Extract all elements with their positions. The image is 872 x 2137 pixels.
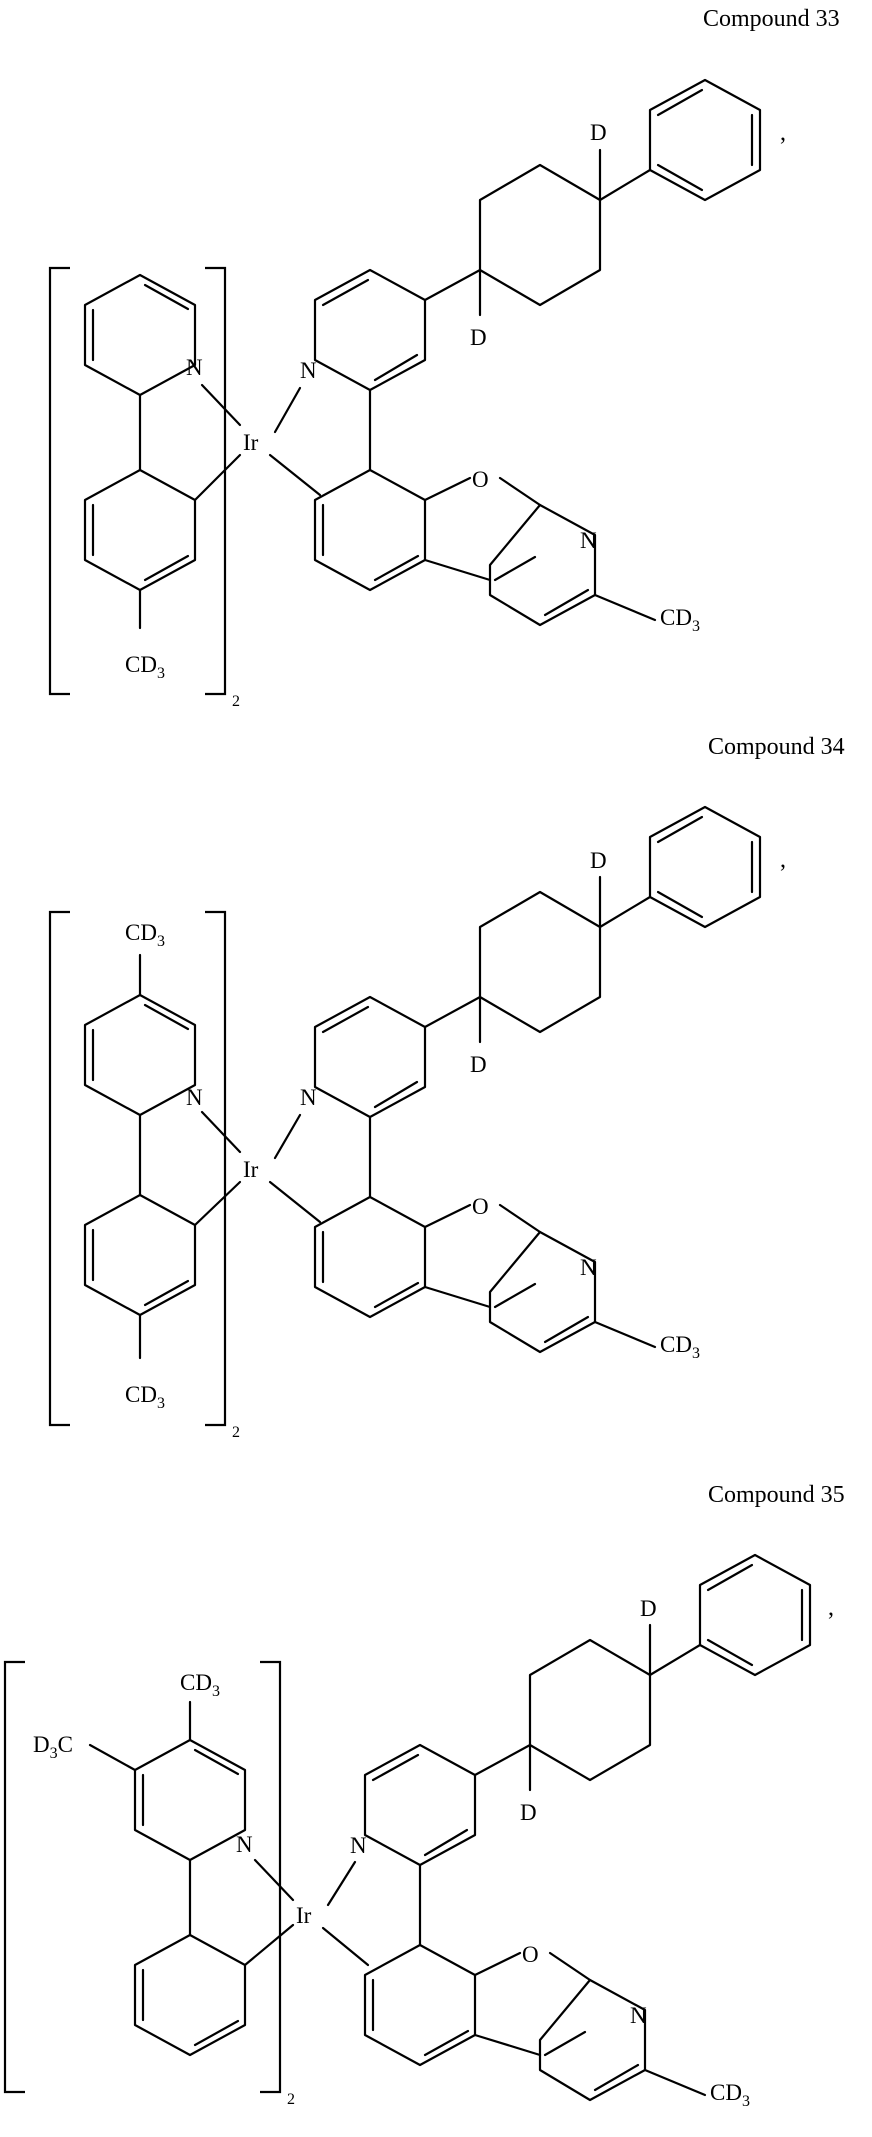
compound-34-terminal-phenyl <box>650 807 760 927</box>
compound-35-terminal-phenyl <box>700 1555 810 1675</box>
compound-33-c-ir-bond <box>195 455 240 500</box>
compound-33-deuterium-lower: D <box>470 325 487 350</box>
compound-33-bracket-count: 2 <box>232 693 240 710</box>
compound-34-right-nitrogen: N <box>300 1085 317 1110</box>
compound-35-oxygen: O <box>522 1942 539 1967</box>
compound-33-core-nitrogen: N <box>580 528 597 553</box>
compound-33-left-bracket <box>50 268 70 694</box>
compound-34-right-cd3: CD3 <box>660 1332 700 1362</box>
compound-34-cyclohexyl <box>425 877 650 1042</box>
compound-34-right-bracket <box>205 912 225 1425</box>
compound-33-left-cd3: CD3 <box>125 652 165 682</box>
compound-35-c-ir-bond <box>245 1925 293 1965</box>
compound-35-cyclohexyl <box>475 1625 700 1790</box>
compound-35-label: Compound 35 <box>708 1482 845 1508</box>
compound-34-bracket-count: 2 <box>232 1424 240 1441</box>
compound-35-left-bracket <box>5 1662 25 2092</box>
compound-33-ir-c-bond <box>270 455 320 495</box>
compound-34-ir-c-bond <box>270 1182 320 1222</box>
compound-33-right-cd3: CD3 <box>660 605 700 635</box>
compound-33-label: Compound 33 <box>703 6 840 32</box>
compound-35-right-nitrogen: N <box>350 1833 367 1858</box>
compound-33-iridium: Ir <box>243 430 259 455</box>
compound-35-fused-core <box>365 1865 705 2100</box>
compound-33-right-nitrogen: N <box>300 358 317 383</box>
compound-35-ir-n-bond <box>328 1862 355 1905</box>
compound-35-separator: , <box>828 1595 834 1621</box>
compound-35-ir-c-bond <box>323 1928 368 1965</box>
compound-35-left-nitrogen: N <box>236 1832 253 1857</box>
compound-34-c-ir-bond <box>195 1182 240 1225</box>
compound-33-terminal-phenyl <box>650 80 760 200</box>
compound-33-fused-core <box>315 390 655 625</box>
compound-34-left-phenyl <box>85 1115 195 1358</box>
compound-35: Compound 35 2 CD3 D3C N Ir <box>5 1482 845 2110</box>
compound-34-label: Compound 34 <box>708 734 845 760</box>
compound-34-ir-n-bond <box>275 1115 300 1158</box>
compound-35-core-nitrogen: N <box>630 2003 647 2028</box>
compound-33-separator: , <box>780 120 786 146</box>
compound-33-ir-n-bond <box>275 388 300 432</box>
compound-34-oxygen: O <box>472 1194 489 1219</box>
compound-34-core-nitrogen: N <box>580 1255 597 1280</box>
compound-33-right-pyridine <box>315 270 425 390</box>
compound-34-right-pyridine <box>315 997 425 1117</box>
compound-34-n-ir-bond <box>202 1112 240 1152</box>
compound-35-iridium: Ir <box>296 1903 312 1928</box>
compound-34-left-pyridine <box>85 955 195 1115</box>
compound-34-separator: , <box>780 847 786 873</box>
compound-34-top-cd3: CD3 <box>125 920 165 950</box>
compound-35-left-pyridine <box>90 1702 245 1860</box>
compound-35-deuterium-lower: D <box>520 1800 537 1825</box>
compound-34-fused-core <box>315 1117 655 1352</box>
compound-35-top-cd3: CD3 <box>180 1670 220 1700</box>
compound-33-left-phenyl <box>85 395 195 628</box>
compound-35-left-phenyl <box>135 1860 245 2055</box>
compound-33-left-pyridine <box>85 275 195 395</box>
compound-35-bracket-count: 2 <box>287 2091 295 2108</box>
compound-33: Compound 33 2 N CD3 Ir <box>50 6 840 710</box>
compound-33-oxygen: O <box>472 467 489 492</box>
compound-33-deuterium-upper: D <box>590 120 607 145</box>
compound-34-deuterium-upper: D <box>590 848 607 873</box>
compound-35-deuterium-upper: D <box>640 1596 657 1621</box>
compound-34-deuterium-lower: D <box>470 1052 487 1077</box>
compound-34-left-bracket <box>50 912 70 1425</box>
compound-33-n-ir-bond <box>202 385 240 425</box>
compound-34: Compound 34 2 CD3 N CD3 Ir <box>50 734 845 1441</box>
compound-34-left-cd3: CD3 <box>125 1382 165 1412</box>
compound-34-iridium: Ir <box>243 1157 259 1182</box>
compound-34-left-nitrogen: N <box>186 1085 203 1110</box>
compound-35-right-cd3: CD3 <box>710 2080 750 2110</box>
compound-35-n-ir-bond <box>255 1860 293 1900</box>
compound-35-right-pyridine <box>365 1745 475 1865</box>
compound-35-side-cd3: D3C <box>33 1732 73 1762</box>
compound-33-left-nitrogen: N <box>186 355 203 380</box>
compound-33-cyclohexyl <box>425 150 650 315</box>
